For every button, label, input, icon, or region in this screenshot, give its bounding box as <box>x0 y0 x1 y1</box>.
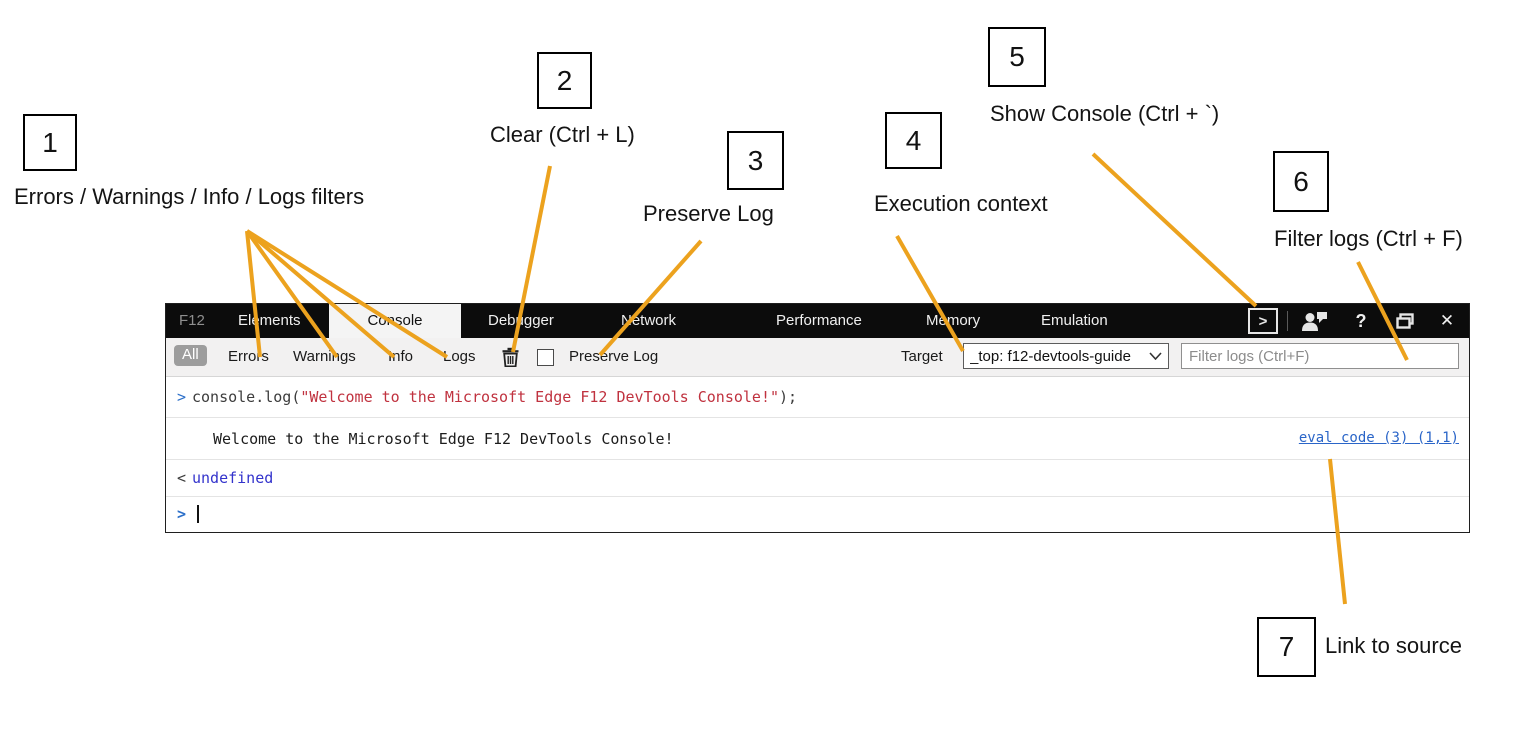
help-button[interactable]: ? <box>1346 304 1376 338</box>
unpin-button[interactable] <box>1388 304 1422 338</box>
console-prompt-row[interactable]: > <box>166 497 1469 532</box>
preserve-log-checkbox[interactable] <box>537 349 554 366</box>
console-input-code: console.log("Welcome to the Microsoft Ed… <box>192 388 798 406</box>
callout-label-preserve-log: Preserve Log <box>643 201 774 226</box>
console-icon: > <box>1248 308 1278 334</box>
callout-box-3: 3 <box>727 131 784 190</box>
callout-number: 1 <box>42 126 58 158</box>
close-icon: ✕ <box>1439 311 1455 331</box>
callout-box-6: 6 <box>1273 151 1329 212</box>
callout-number: 2 <box>556 64 573 96</box>
source-link[interactable]: eval code (3) (1,1) <box>1298 430 1459 446</box>
execution-context-dropdown[interactable]: _top: f12-devtools-guide <box>963 343 1169 369</box>
filter-logs-button[interactable]: Logs <box>443 348 476 365</box>
callout-number: 4 <box>905 124 922 156</box>
callout-number: 6 <box>1293 165 1309 197</box>
person-feedback-icon <box>1302 312 1327 331</box>
callout-label-filters: Errors / Warnings / Info / Logs filters <box>14 184 365 209</box>
callout-box-1: 1 <box>23 114 77 171</box>
input-prompt-symbol: > <box>177 388 187 406</box>
filter-logs-placeholder: Filter logs (Ctrl+F) <box>1189 347 1310 365</box>
tab-emulation[interactable]: Emulation <box>1041 312 1108 329</box>
tab-elements[interactable]: Elements <box>238 312 301 329</box>
tab-debugger[interactable]: Debugger <box>488 312 554 329</box>
console-toolbar: All Errors Warnings Info Logs Preserve L… <box>166 338 1469 377</box>
callout-number: 5 <box>1009 41 1025 72</box>
titlebar-separator <box>1284 304 1290 338</box>
console-input-echo-row: > console.log("Welcome to the Microsoft … <box>166 377 1469 418</box>
chevron-down-icon <box>1149 352 1162 360</box>
devtools-tabbar: F12 Elements Console Debugger Network Pe… <box>166 304 1469 338</box>
result-prompt-symbol: < <box>177 469 187 487</box>
tab-network[interactable]: Network <box>621 312 677 329</box>
filter-errors-button[interactable]: Errors <box>228 348 269 365</box>
show-console-button[interactable]: > <box>1246 304 1280 338</box>
callout-label-filter-logs: Filter logs (Ctrl + F) <box>1274 226 1463 251</box>
tab-memory[interactable]: Memory <box>926 312 981 329</box>
callout-number: 7 <box>1278 631 1295 662</box>
close-button[interactable]: ✕ <box>1430 304 1464 338</box>
tab-console[interactable]: Console <box>329 304 461 338</box>
devtools-window: F12 Elements Console Debugger Network Pe… <box>165 303 1470 533</box>
trash-icon <box>502 347 519 368</box>
help-icon: ? <box>1355 310 1367 331</box>
callout-box-2: 2 <box>537 52 592 109</box>
callout-label-link-to-source: Link to source <box>1325 633 1462 658</box>
preserve-log-label: Preserve Log <box>569 348 659 365</box>
callout-number: 3 <box>747 144 764 176</box>
callout-label-show-console: Show Console (Ctrl + `) <box>990 101 1220 126</box>
callout-box-5: 5 <box>988 27 1046 87</box>
filter-info-button[interactable]: Info <box>388 348 414 365</box>
line-show-console <box>1091 152 1258 308</box>
filter-all-button[interactable]: All <box>174 345 207 366</box>
callout-label-execution-context: Execution context <box>874 191 1048 216</box>
callout-label-clear: Clear (Ctrl + L) <box>490 122 635 147</box>
prompt-symbol: > <box>177 505 187 523</box>
restore-window-icon <box>1396 313 1414 329</box>
filter-warnings-button[interactable]: Warnings <box>293 348 356 365</box>
callout-box-7: 7 <box>1257 617 1316 677</box>
text-cursor <box>197 505 199 523</box>
console-log-message: Welcome to the Microsoft Edge F12 DevToo… <box>213 430 674 448</box>
tab-performance[interactable]: Performance <box>776 312 862 329</box>
console-log-output-row: Welcome to the Microsoft Edge F12 DevToo… <box>166 418 1469 460</box>
feedback-button[interactable] <box>1296 304 1332 338</box>
clear-console-button[interactable] <box>502 347 519 371</box>
result-value: undefined <box>192 469 274 487</box>
filter-logs-input[interactable]: Filter logs (Ctrl+F) <box>1181 343 1459 369</box>
console-result-row: < undefined <box>166 460 1469 497</box>
target-label: Target <box>901 348 943 365</box>
execution-context-value: _top: f12-devtools-guide <box>970 347 1131 365</box>
callout-box-4: 4 <box>885 112 942 169</box>
tab-f12: F12 <box>179 312 205 329</box>
